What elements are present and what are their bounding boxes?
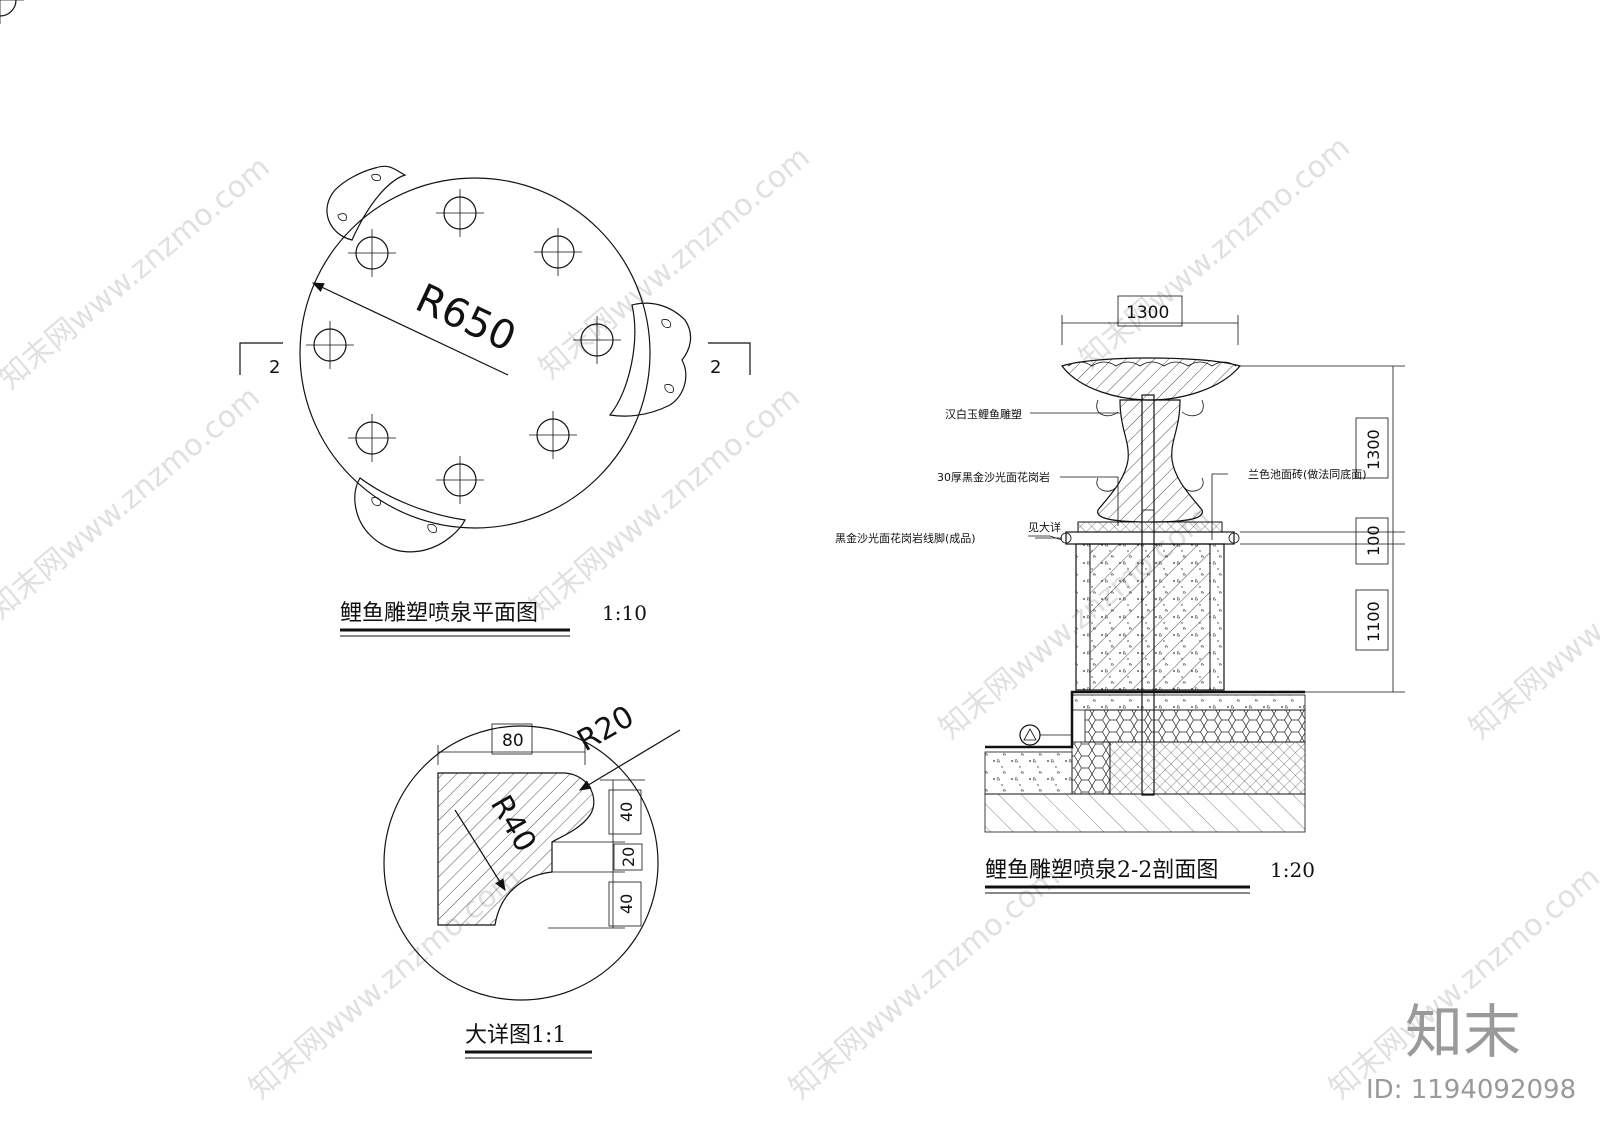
- detail-view: 80 R20 R40 40 20 40 大详图1:1: [383, 699, 681, 1059]
- fountain-basin-circle: [299, 177, 651, 529]
- step-concrete: [984, 751, 1073, 795]
- granite-cap: [1077, 521, 1223, 533]
- fish-lobe-top: [326, 165, 407, 241]
- section-dim-top-width: 1300: [1126, 303, 1169, 323]
- section-view: 1300: [835, 295, 1405, 894]
- brand-logo: 知末: [1405, 998, 1521, 1066]
- radius-label: R650: [409, 275, 523, 361]
- detail-dim-bottom: 40: [617, 894, 636, 914]
- detail-dim-top: 40: [617, 802, 636, 822]
- section-mark-left-label: 2: [269, 357, 280, 378]
- nozzle-icon: [435, 188, 485, 238]
- valve-icon: [1019, 724, 1041, 746]
- pool-step-outline: [985, 690, 1305, 749]
- section-title: 鲤鱼雕塑喷泉2-2剖面图: [985, 858, 1218, 883]
- nozzle-icon: [347, 413, 397, 463]
- gravel-layer: [1084, 709, 1306, 743]
- brand-id: ID: 1194092098: [1366, 1075, 1576, 1105]
- nozzle-icon: [528, 410, 578, 460]
- base-slab: [1109, 741, 1306, 795]
- plan-title: 鲤鱼雕塑喷泉平面图: [340, 601, 538, 626]
- section-scale: 1:20: [1270, 858, 1315, 882]
- nozzle-icon: [533, 227, 583, 277]
- watermark-layer: 知末网www.znzmo.com 知末网www.znzmo.com 知末网www…: [0, 130, 1600, 1106]
- nozzle-markers: [0, 0, 24, 24]
- plan-scale: 1:10: [602, 601, 647, 625]
- watermark-text: 知末网www.znzmo.com: [783, 860, 1067, 1106]
- section-dim-h2: 100: [1364, 525, 1383, 556]
- watermark-text: 知末网www.znzmo.com: [0, 150, 277, 396]
- section-mark-right-label: 2: [710, 357, 721, 378]
- nozzle-icon: [435, 455, 485, 505]
- fish-lobe-right: [608, 302, 692, 417]
- fish-lobe-bottom: [354, 477, 466, 553]
- label-sculpture: 汉白玉鲤鱼雕塑: [945, 407, 1022, 421]
- detail-circle: [383, 725, 659, 1001]
- subgrade-layer: [984, 793, 1306, 833]
- section-dim-h1: 1300: [1364, 429, 1383, 470]
- detail-dim-mid: 20: [619, 847, 638, 867]
- section-dim-h3: 1100: [1364, 601, 1383, 642]
- label-granite: 30厚黑金沙光面花岗岩: [937, 470, 1050, 484]
- bowl: [1061, 357, 1242, 401]
- brand-block: 知末 ID: 1194092098: [1366, 998, 1576, 1105]
- section-mark-right: [708, 342, 751, 375]
- radius-leader: [311, 282, 509, 376]
- nozzle-icon: [347, 228, 397, 278]
- section-mark-left: [239, 342, 283, 375]
- watermark-text: 知末网www.znzmo.com: [1073, 130, 1357, 376]
- detail-title: 大详图1:1: [465, 1023, 566, 1048]
- pool-floor-hatch: [1071, 694, 1306, 711]
- label-see-detail: 见大详: [1028, 520, 1061, 534]
- watermark-text: 知末网www.znzmo.com: [1463, 500, 1600, 746]
- nozzle-icon: [305, 320, 355, 370]
- label-skirting: 黑金沙光面花岗岩线脚(成品): [835, 531, 976, 545]
- detail-dim-width: 80: [502, 731, 524, 751]
- watermark-text: 知末网www.znzmo.com: [0, 380, 267, 626]
- label-pool-tile: 兰色池面砖(做法同底面): [1248, 467, 1367, 481]
- detail-dim-r20: R20: [572, 699, 641, 759]
- watermark-text: 知末网www.znzmo.com: [533, 140, 817, 386]
- nozzle-icon: [0, 0, 24, 24]
- sculpture-body: [1097, 399, 1203, 523]
- watermark-text: 知末网www.znzmo.com: [1323, 860, 1600, 1106]
